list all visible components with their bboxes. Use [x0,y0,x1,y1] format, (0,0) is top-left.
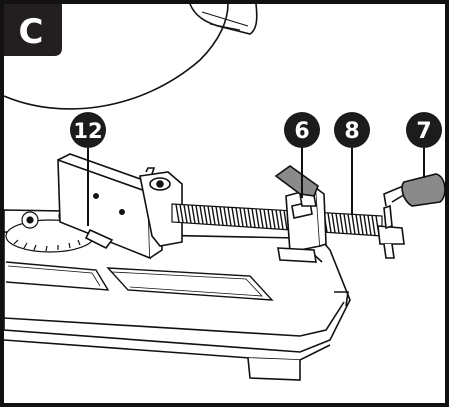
lead-nut-bracket [139,167,183,247]
callout-6: 6 [284,112,320,148]
thread-line [247,208,252,228]
thread-line [363,214,368,235]
thread-line [331,213,336,233]
callout-8-label: 8 [344,119,359,144]
thread-line [335,213,340,234]
thread-line [263,209,268,229]
thread-line [199,205,204,224]
crank-handle [377,173,446,259]
quick-release-lever [274,165,319,207]
callout-12: 12 [70,112,106,148]
thread-line [195,205,200,224]
thread-line [259,208,264,228]
thread-line [367,215,372,236]
callout-6-label: 6 [294,119,309,144]
thread-line [211,206,216,225]
callout-7-circle [406,112,442,148]
thread-line [283,210,288,230]
thread-line [183,204,188,223]
thread-line [343,213,348,234]
callout-12-label: 12 [73,119,102,143]
callout-8: 8 [334,112,370,148]
thread-line [275,209,280,230]
thread-line [327,212,332,233]
thread-line [175,204,180,223]
thread-line [239,207,244,227]
thread-line [231,207,236,227]
blade-guard [3,3,258,110]
callout-7-label: 7 [416,119,431,144]
panel-label: C [19,12,44,52]
thread-line [359,214,364,235]
thread-line [203,205,208,225]
callout-7: 7 [406,112,442,148]
thread-line [255,208,260,228]
thread-line [355,214,360,235]
thread-line [187,204,192,224]
thread-line [347,213,352,234]
thread-line [223,206,228,226]
thread-line [191,205,196,224]
leader-lines [87,146,425,226]
base-slots [5,261,274,301]
thread-line [267,209,272,229]
panel-badge: C [4,4,62,56]
thread-line [243,208,248,227]
thread-line [271,209,276,229]
thread-line [179,204,184,223]
thread-line [371,215,376,236]
callout-8-circle [334,112,370,148]
callout-6-circle [284,112,320,148]
thread-line [251,208,256,228]
thread-line [215,206,220,226]
thread-line [351,214,356,235]
thread-line [207,205,212,225]
thread-line [279,210,284,230]
thread-line [227,207,232,226]
thread-line [219,206,224,226]
thread-line [339,213,344,234]
callout-12-circle [70,112,106,148]
thread-line [235,207,240,227]
